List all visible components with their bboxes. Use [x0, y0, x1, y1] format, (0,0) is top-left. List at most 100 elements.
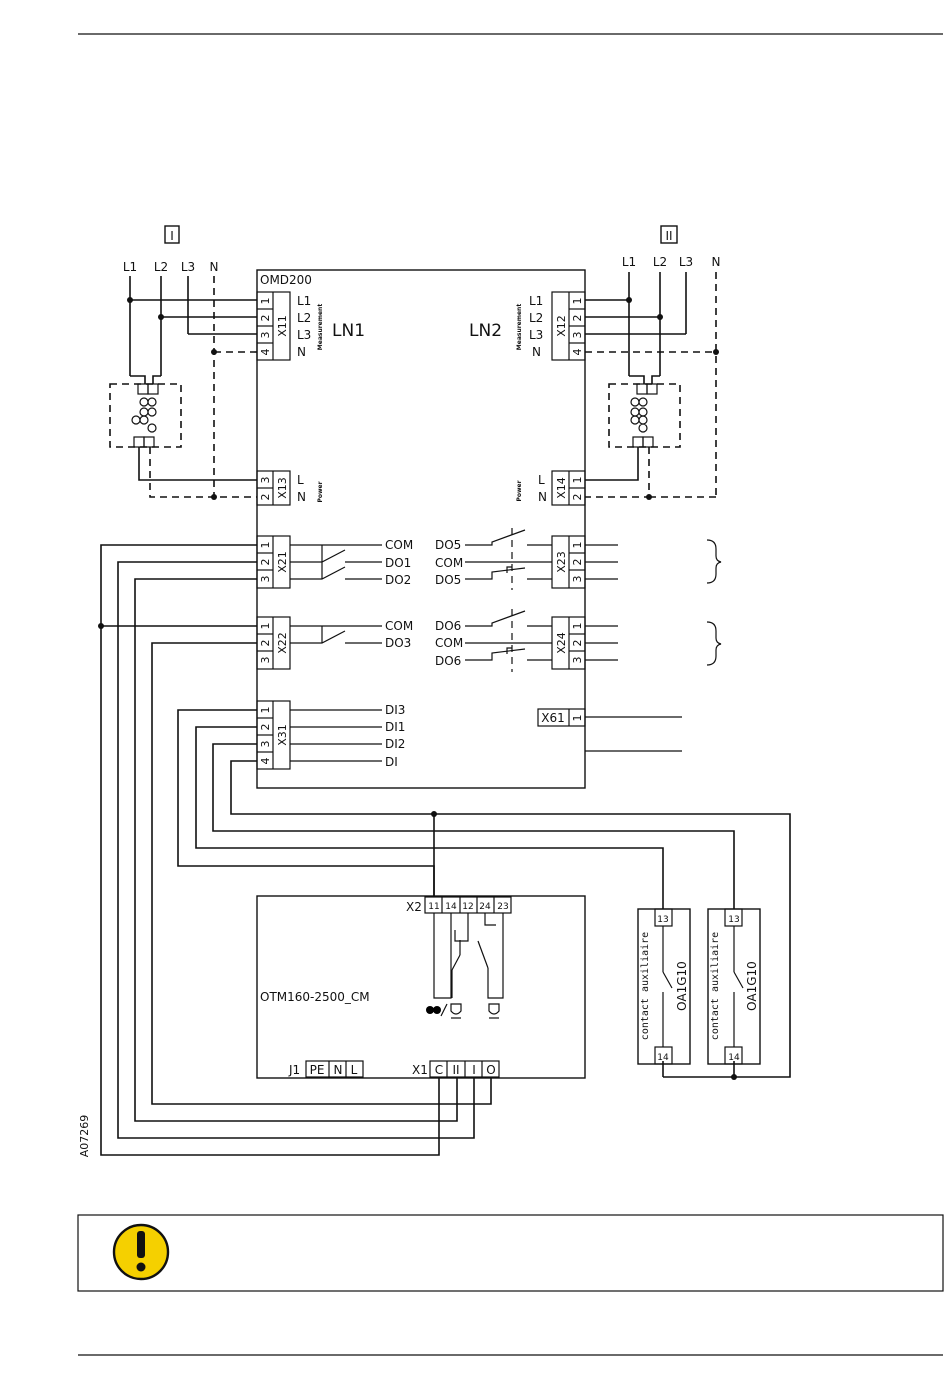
svg-text:1: 1: [259, 542, 272, 549]
right-phase-l1: L1: [622, 255, 636, 269]
svg-text:14: 14: [445, 902, 457, 912]
terminal-x21: 1 2 3 X21: [256, 535, 291, 589]
control-wiring: [98, 544, 791, 1156]
right-supply-wiring: [585, 272, 719, 500]
svg-text:X61: X61: [541, 711, 565, 725]
svg-text:contact auxiliaire: contact auxiliaire: [710, 932, 721, 1040]
x24-relay-contacts: [465, 609, 552, 672]
svg-text:12: 12: [462, 902, 473, 912]
figure-id: A07269: [78, 1115, 91, 1158]
svg-text:COM: COM: [385, 619, 413, 633]
svg-text:23: 23: [497, 902, 508, 912]
aux-contact-1: 13 14 contact auxiliaire OA1G10: [637, 908, 691, 1065]
svg-text:1: 1: [259, 298, 272, 305]
source-i-label: I: [170, 229, 174, 243]
svg-text:COM: COM: [385, 538, 413, 552]
svg-text:3: 3: [259, 477, 272, 484]
svg-text:COM: COM: [435, 556, 463, 570]
svg-text:1: 1: [571, 623, 584, 630]
svg-text:1: 1: [259, 623, 272, 630]
measurement-label-left: Measurement: [317, 304, 324, 351]
svg-text:13: 13: [657, 915, 668, 925]
svg-text:X1: X1: [412, 1063, 428, 1077]
svg-text:DO3: DO3: [385, 636, 411, 650]
svg-text:1: 1: [259, 707, 272, 714]
svg-text:N: N: [297, 345, 306, 359]
ln1-label: LN1: [332, 321, 365, 341]
notice-box: [77, 1214, 944, 1292]
right-phase-l3: L3: [679, 255, 693, 269]
svg-text:1: 1: [571, 715, 584, 722]
svg-text:I: I: [472, 1063, 476, 1077]
svg-text:L2: L2: [297, 311, 311, 325]
terminal-x1: X1 C II I O: [412, 1060, 500, 1078]
svg-text:DO5: DO5: [435, 538, 461, 552]
otm160-box: [256, 895, 586, 1079]
svg-text:L: L: [538, 473, 545, 487]
source-ii-label: II: [665, 229, 672, 243]
svg-text:2: 2: [571, 315, 584, 322]
terminal-x14: 1 2 X14: [551, 470, 586, 506]
svg-text:X23: X23: [555, 551, 568, 573]
svg-text:1: 1: [571, 477, 584, 484]
svg-text:13: 13: [728, 915, 739, 925]
svg-text:2: 2: [571, 494, 584, 501]
svg-text:N: N: [532, 345, 541, 359]
svg-text:1: 1: [571, 298, 584, 305]
svg-text:14: 14: [728, 1053, 740, 1063]
svg-text:DO2: DO2: [385, 573, 411, 587]
power-label-left: Power: [317, 481, 324, 502]
right-phase-n: N: [712, 255, 721, 269]
terminal-x12: 1 2 3 4 X12: [551, 291, 586, 361]
svg-text:11: 11: [428, 902, 439, 912]
left-phase-l2: L2: [154, 260, 168, 274]
right-phase-l2: L2: [653, 255, 667, 269]
svg-text:3: 3: [571, 332, 584, 339]
svg-text:N: N: [538, 490, 547, 504]
power-label-right: Power: [516, 480, 523, 501]
svg-text:3: 3: [259, 741, 272, 748]
left-supply-wiring: [109, 276, 257, 500]
svg-text:L1: L1: [529, 294, 543, 308]
svg-text:2: 2: [571, 640, 584, 647]
svg-text:L: L: [297, 473, 304, 487]
ln2-label: LN2: [469, 321, 502, 341]
svg-text:N: N: [297, 490, 306, 504]
svg-text:L3: L3: [529, 328, 543, 342]
left-phase-l1: L1: [123, 260, 137, 274]
terminal-x22: 1 2 3 X22: [256, 616, 291, 670]
svg-text:4: 4: [259, 758, 272, 765]
svg-text:1: 1: [571, 542, 584, 549]
x22-relay-contact: [290, 625, 382, 644]
svg-text:OA1G10: OA1G10: [675, 961, 689, 1011]
left-phase-l3: L3: [181, 260, 195, 274]
svg-text:DO1: DO1: [385, 556, 411, 570]
svg-text:L2: L2: [529, 311, 543, 325]
terminal-x31: 1 2 3 4 X31: [256, 700, 291, 770]
svg-text:X22: X22: [276, 632, 289, 654]
omd200-title: OMD200: [260, 273, 312, 287]
source-i-symbol: I: [164, 225, 180, 244]
svg-text:X12: X12: [555, 315, 568, 337]
svg-text:DI1: DI1: [385, 720, 405, 734]
svg-text:N: N: [334, 1063, 343, 1077]
svg-text:3: 3: [259, 657, 272, 664]
svg-text:X21: X21: [276, 551, 289, 573]
svg-text:PE: PE: [310, 1063, 325, 1077]
svg-text:2: 2: [259, 494, 272, 501]
svg-text:DO6: DO6: [435, 654, 461, 668]
svg-text:2: 2: [259, 315, 272, 322]
omd200-box: [256, 269, 586, 789]
svg-text:C: C: [435, 1063, 443, 1077]
svg-text:DI2: DI2: [385, 737, 405, 751]
terminal-x24: 1 2 3 X24: [551, 616, 586, 670]
svg-text:4: 4: [259, 349, 272, 356]
svg-text:O: O: [486, 1063, 495, 1077]
svg-text:2: 2: [259, 640, 272, 647]
aux-contact-2: 13 14 contact auxiliaire OA1G10: [707, 908, 761, 1065]
terminal-x2: X2 11 14 12 24 23: [406, 896, 512, 914]
svg-text:3: 3: [259, 576, 272, 583]
svg-text:X14: X14: [555, 477, 568, 499]
svg-text:DI: DI: [385, 755, 398, 769]
svg-text:2: 2: [571, 559, 584, 566]
